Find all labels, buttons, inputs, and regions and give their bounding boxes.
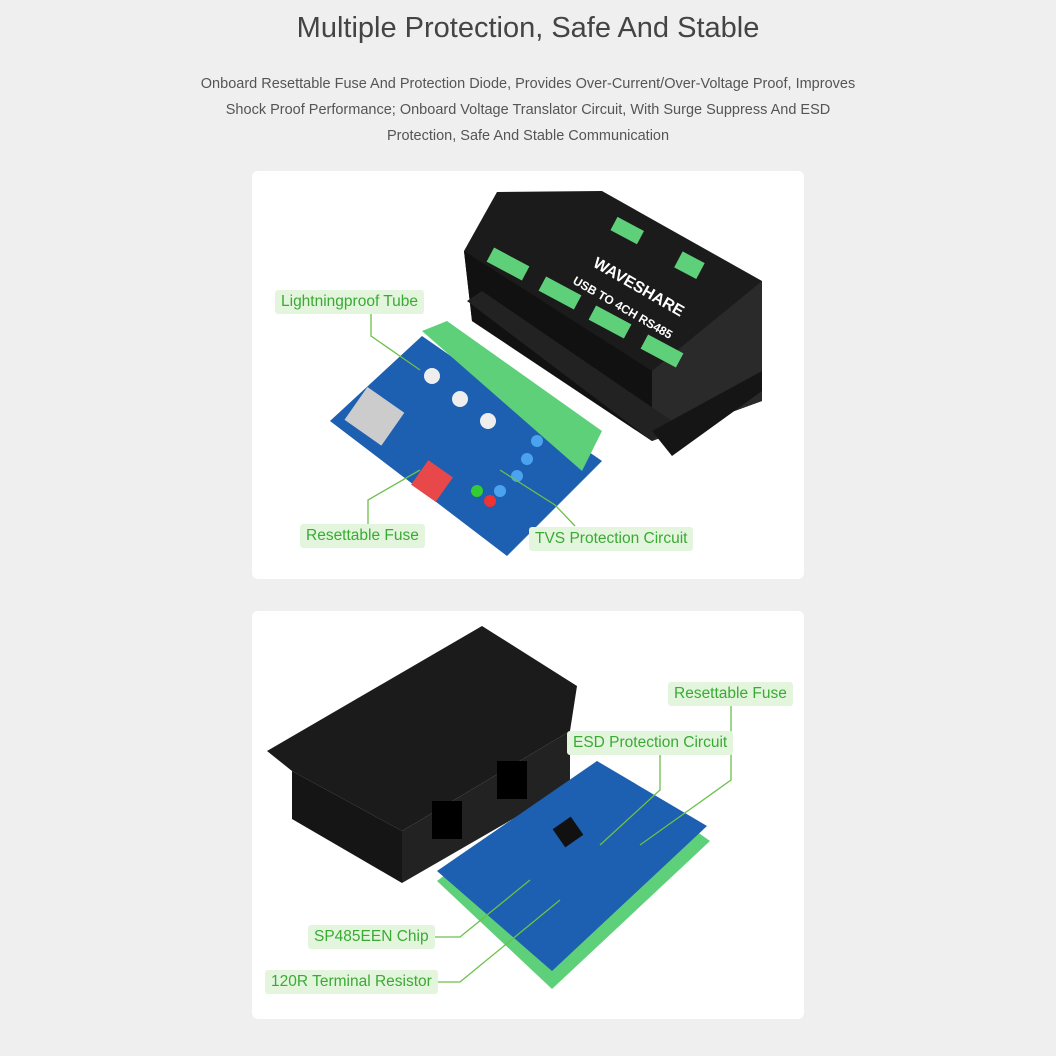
label-lightningproof-tube: Lightningproof Tube — [275, 290, 425, 314]
page-title: Multiple Protection, Safe And Stable — [296, 12, 760, 44]
page-description: Onboard Resettable Fuse And Protection D… — [200, 76, 856, 144]
label-resettable-fuse-top: Resettable Fuse — [300, 524, 425, 548]
label-terminal-resistor: 120R Terminal Resistor — [265, 970, 438, 994]
product-card-bottom — [252, 611, 804, 1019]
device-illustration-bottom — [267, 626, 710, 989]
label-esd-protection: ESD Protection Circuit — [567, 731, 734, 755]
label-resettable-fuse-bottom: Resettable Fuse — [668, 682, 793, 706]
product-card-top: WAVESHARE USB TO 4CH RS485 — [252, 171, 804, 579]
label-sp485een-chip: SP485EEN Chip — [308, 925, 435, 949]
device-illustration-top: WAVESHARE USB TO 4CH RS485 — [330, 191, 762, 556]
label-tvs-protection: TVS Protection Circuit — [529, 527, 694, 551]
